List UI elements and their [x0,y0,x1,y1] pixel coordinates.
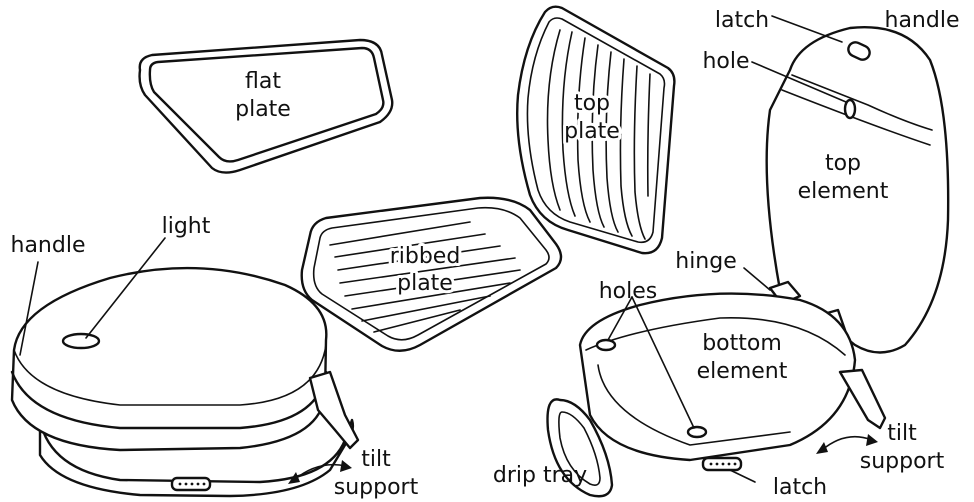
drip-tray-label: drip tray [493,463,587,488]
tilt-support-label-right-line2: support [860,449,945,474]
hole-label: hole [702,49,749,74]
flat-plate-label-line2: plate [235,97,291,122]
closed-grill [12,268,358,496]
handle-label-left: handle [11,233,86,258]
light-label: light [162,214,211,239]
bottom-element-label-line2: element [697,359,788,384]
holes-label: holes [599,279,658,304]
tilt-support-label-right-line1: tilt [887,421,917,446]
top-plate-label-line1: top [574,91,610,116]
latch-label-top: latch [715,8,769,33]
bottom-element-label-line1: bottom [702,331,782,356]
flat-plate-label-line1: flat [245,69,281,94]
handle-label-right: handle [885,8,960,33]
ribbed-plate-label-line1: ribbed [390,244,461,269]
top-plate-label-line2: plate [564,119,620,144]
top-element-label-line2: element [798,179,889,204]
top-element-label-line1: top [825,151,861,176]
hinge-label: hinge [675,249,737,274]
tilt-support-label-left-line1: tilt [361,447,391,472]
tilt-support-label-left-line2: support [334,475,419,500]
latch-label-bottom: latch [773,475,827,500]
ribbed-plate-label-line2: plate [397,271,453,296]
